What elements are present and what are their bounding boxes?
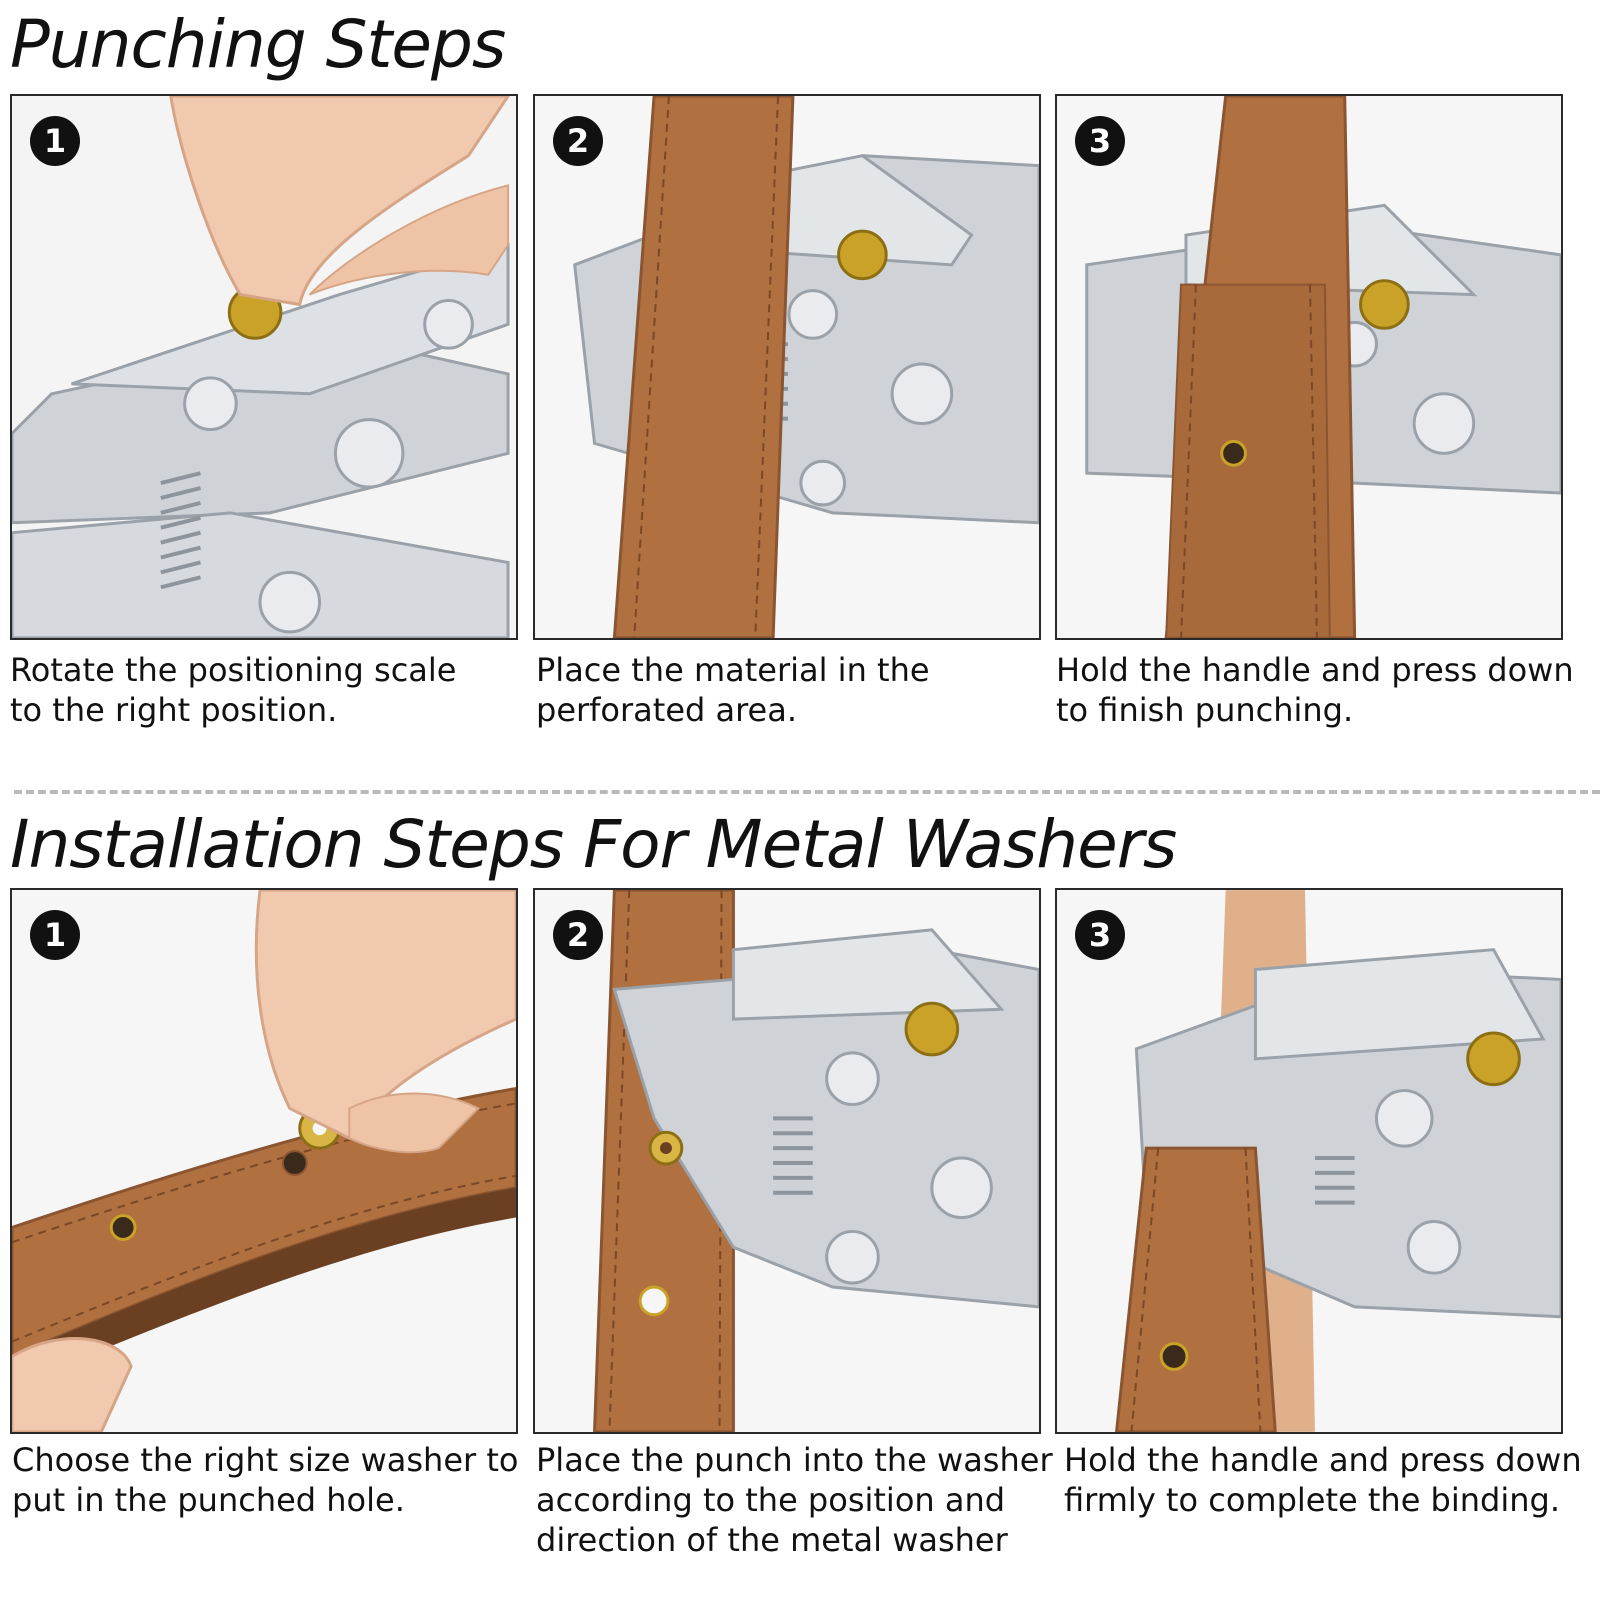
installation-steps-title: Installation Steps For Metal Washers [10,806,1177,883]
step-number-badge: 3 [1075,116,1125,166]
installation-step-1-caption: Choose the right size washer to put in t… [12,1441,519,1519]
punching-steps-title: Punching Steps [10,6,506,83]
pliers-with-hand-illustration [12,96,516,638]
installation-step-2-photo: 2 [533,888,1041,1434]
installation-step-3-photo: 3 [1055,888,1563,1434]
step-number-badge: 2 [553,910,603,960]
punching-step-3-caption: Hold the handle and press down to finish… [1056,651,1574,729]
installation-step-1-photo: 1 [10,888,518,1434]
punching-step-2-caption: Place the material in the perforated are… [536,651,930,729]
installation-step-3-caption: Hold the handle and press down firmly to… [1064,1441,1582,1519]
punching-step-3-photo: 3 [1055,94,1563,640]
installation-step-2-caption: Place the punch into the washer accordin… [536,1441,1053,1559]
punching-step-1-caption: Rotate the positioning scale to the righ… [10,651,457,729]
step-number-badge: 1 [30,116,80,166]
washer-in-belt-illustration [12,890,516,1432]
completed-binding-illustration [1057,890,1561,1432]
punching-step-1-photo: 1 [10,94,518,640]
punching-step-2-photo: 2 [533,94,1041,640]
step-number-badge: 3 [1075,910,1125,960]
section-divider [14,790,1600,794]
pressing-handle-illustration [1057,96,1561,638]
punch-into-washer-illustration [535,890,1039,1432]
step-number-badge: 1 [30,910,80,960]
belt-in-pliers-illustration [535,96,1039,638]
step-number-badge: 2 [553,116,603,166]
